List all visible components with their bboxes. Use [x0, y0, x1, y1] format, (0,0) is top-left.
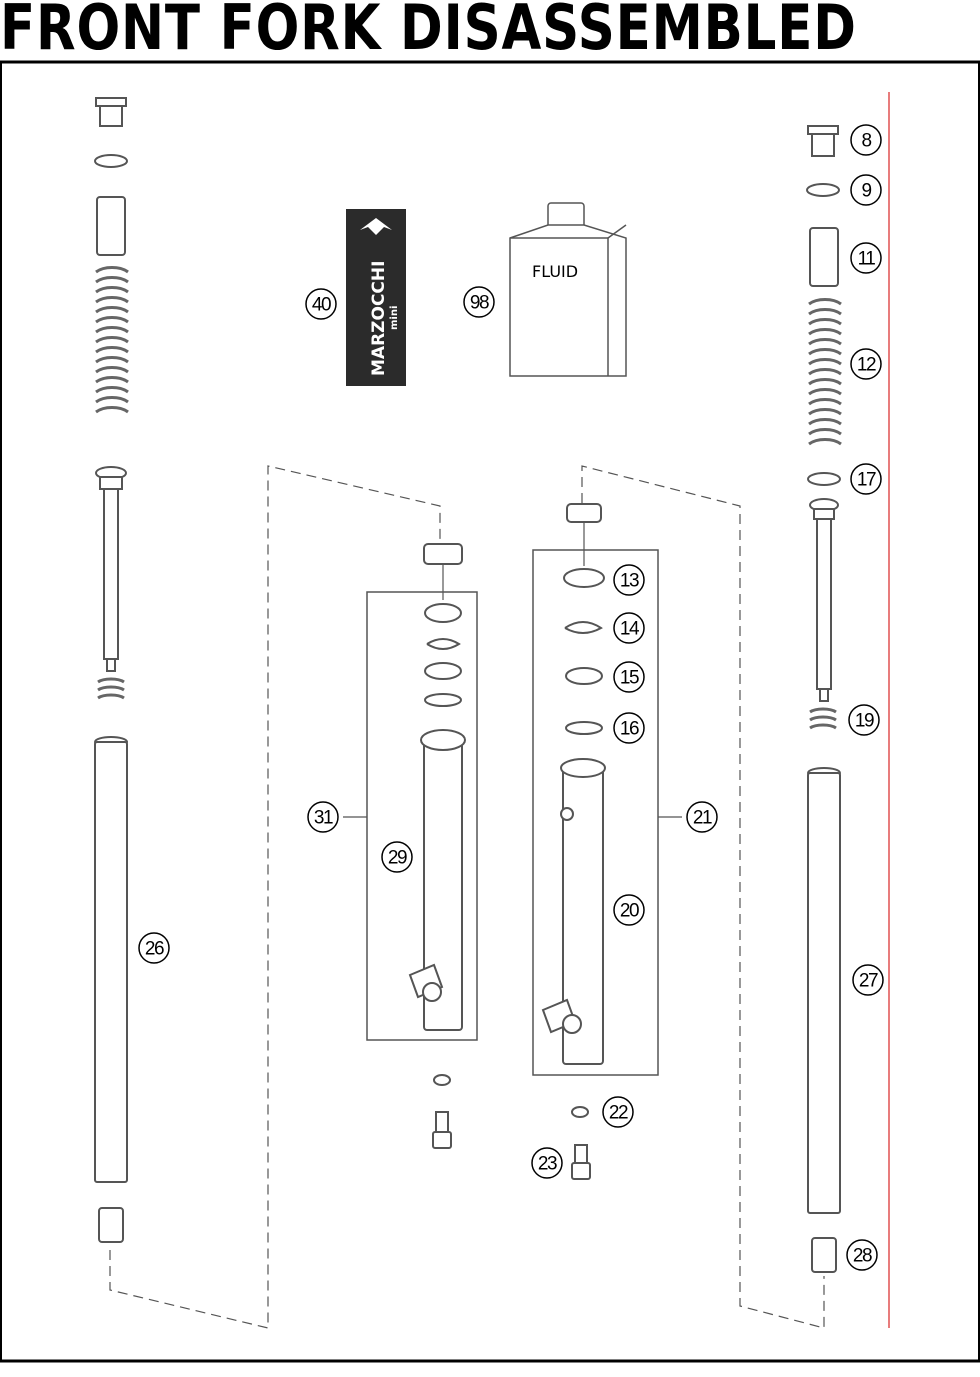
- left-assembly-parts: [408, 543, 466, 1031]
- callout-31: [307, 801, 339, 833]
- callout-label-28: 28: [853, 1246, 872, 1267]
- right-assembly-box: [532, 549, 659, 1076]
- callout-16: [613, 712, 645, 744]
- right-guide-line: [581, 465, 825, 1329]
- callout-98: [463, 286, 495, 318]
- left-fork-cap: [95, 97, 127, 127]
- left-guide-line: [109, 465, 441, 1329]
- callout-label-21: 21: [693, 808, 712, 829]
- left-dust-ring: [424, 662, 462, 680]
- left-bottom-bushing: [98, 1207, 124, 1243]
- fork-cap-8: [807, 125, 839, 157]
- left-seal: [424, 603, 462, 623]
- callout-label-26: 26: [145, 939, 164, 960]
- callout-11: [850, 242, 882, 274]
- right-washer-16: [565, 721, 603, 735]
- left-assembly-box: [366, 591, 478, 1041]
- callout-22: [602, 1096, 634, 1128]
- left-damper-rod: [103, 488, 119, 660]
- left-clip: [426, 638, 461, 650]
- callout-label-23: 23: [538, 1154, 557, 1175]
- callout-label-12: 12: [857, 355, 876, 376]
- callout-40: [305, 288, 337, 320]
- decal-brand-sub-text: mini: [389, 306, 400, 330]
- callout-label-13: 13: [620, 571, 639, 592]
- callout-label-40: 40: [312, 295, 331, 316]
- right-dust-ring-15: [565, 667, 603, 685]
- callout-9: [850, 174, 882, 206]
- left-small-spring: [97, 677, 125, 700]
- callout-label-20: 20: [620, 901, 639, 922]
- callout-26: [138, 932, 170, 964]
- callout-label-17: 17: [857, 470, 876, 491]
- outer-tube-27: [807, 772, 841, 1214]
- callouts: [138, 124, 884, 1271]
- callout-label-11: 11: [858, 249, 876, 270]
- marzocchi-decal: MARZOCCHI mini: [346, 209, 406, 386]
- callout-label-29: 29: [388, 848, 407, 869]
- callout-label-27: 27: [859, 971, 878, 992]
- callout-17: [850, 463, 882, 495]
- left-spring: [95, 266, 129, 414]
- callout-label-15: 15: [620, 668, 639, 689]
- callout-label-31: 31: [314, 808, 333, 829]
- callout-29: [381, 841, 413, 873]
- left-o-ring: [94, 154, 128, 168]
- right-clip-14: [564, 621, 603, 634]
- callout-12: [850, 348, 882, 380]
- callout-label-98: 98: [470, 293, 489, 314]
- o-ring-9: [806, 183, 840, 197]
- callout-labels: 8 9 11 12 17 19 27 28 13 14 15 16 20 21 …: [145, 131, 880, 1267]
- callout-label-19: 19: [855, 711, 874, 732]
- left-top-bushing: [423, 543, 463, 565]
- callout-label-9: 9: [861, 181, 871, 202]
- callout-28: [846, 1239, 878, 1271]
- callout-8: [850, 124, 882, 156]
- ring-17: [807, 472, 841, 486]
- left-outer-tube: [94, 741, 128, 1183]
- left-column-parts: [94, 97, 129, 1243]
- callout-label-8: 8: [861, 131, 871, 152]
- damper-rod-right: [816, 518, 832, 690]
- small-spring-19: [809, 707, 837, 730]
- callout-15: [613, 661, 645, 693]
- callout-label-14: 14: [620, 619, 640, 640]
- fork-fluid-bottle: [509, 202, 627, 377]
- callout-21: [686, 801, 718, 833]
- fluid-label: FLUID: [532, 262, 578, 281]
- callout-label-16: 16: [620, 719, 639, 740]
- callout-label-22: 22: [609, 1103, 628, 1124]
- washer-22: [571, 1106, 589, 1118]
- left-bottom-bolt: [432, 1074, 452, 1149]
- page-title: FRONT FORK DISASSEMBLED: [0, 0, 857, 64]
- right-seal-13: [563, 568, 605, 588]
- callout-20: [613, 894, 645, 926]
- decal-logo-icon: [360, 218, 392, 235]
- spacer-tube-11: [809, 227, 839, 287]
- callout-19: [848, 704, 880, 736]
- right-assembly-parts: [541, 503, 606, 1065]
- right-column-parts: [806, 125, 842, 1273]
- left-spacer-tube: [96, 196, 126, 256]
- callout-13: [613, 564, 645, 596]
- left-washer: [424, 693, 462, 707]
- bushing-28: [811, 1237, 837, 1273]
- callout-23: [531, 1147, 563, 1179]
- right-bottom-bolt: [571, 1106, 591, 1180]
- callout-14: [613, 612, 645, 644]
- spring-12: [808, 298, 842, 446]
- right-top-bushing: [566, 503, 602, 523]
- callout-27: [852, 964, 884, 996]
- decal-brand-text: MARZOCCHI: [369, 261, 389, 376]
